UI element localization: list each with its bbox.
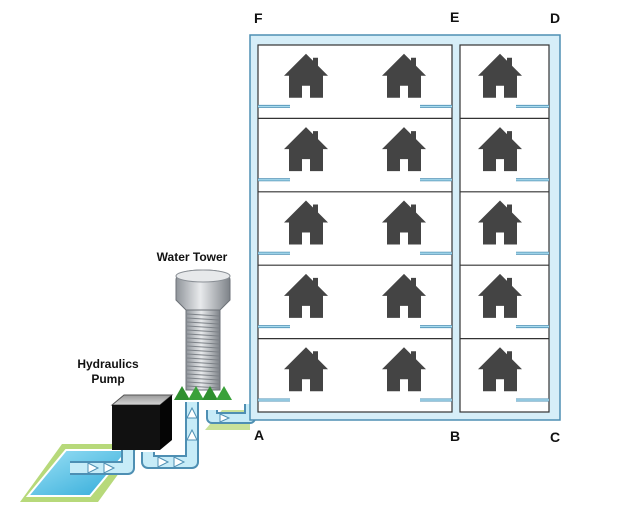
valve-icons <box>174 386 232 400</box>
house-icon <box>284 273 328 318</box>
flow-arrow-icon <box>87 462 100 474</box>
house-icon <box>382 127 426 172</box>
house-icon <box>382 200 426 245</box>
tower-ribbing <box>186 313 220 389</box>
corner-label-e: E <box>450 9 460 25</box>
house-icon <box>284 53 328 98</box>
block-dividers <box>258 117 549 340</box>
valve-icon <box>174 386 190 400</box>
flow-arrow-icon <box>173 456 186 468</box>
feed-pipe <box>206 404 256 424</box>
valve-icon <box>216 386 232 400</box>
flow-arrow-icon <box>186 428 198 441</box>
outlet-pipe <box>141 402 199 469</box>
inlet-pipe <box>70 448 135 475</box>
hydraulics-pump <box>110 394 174 450</box>
corner-label-a: A <box>254 427 265 443</box>
distribution-network <box>249 34 561 421</box>
corner-label-b: B <box>450 428 461 444</box>
pump-label: Hydraulics Pump <box>70 357 146 387</box>
flow-arrow-icon <box>157 456 170 468</box>
flow-arrow-icon <box>219 413 231 423</box>
house-icon <box>382 347 426 392</box>
house-icon <box>478 127 522 172</box>
house-icon <box>478 200 522 245</box>
valve-icon <box>202 386 218 400</box>
valve-icon <box>188 386 204 400</box>
house-icon <box>382 53 426 98</box>
house-icon <box>284 127 328 172</box>
house-grid <box>284 53 522 392</box>
flow-arrow-icon <box>186 406 198 419</box>
flow-arrow-icon <box>103 462 116 474</box>
house-icon <box>284 200 328 245</box>
water-tower-label: Water Tower <box>156 250 228 264</box>
pump-label-line2: Pump <box>91 372 125 386</box>
corner-label-d: D <box>550 10 561 26</box>
house-icon <box>284 347 328 392</box>
house-icon <box>382 273 426 318</box>
pump-label-line1: Hydraulics <box>77 357 139 371</box>
corner-label-c: C <box>550 429 561 445</box>
house-icon <box>478 53 522 98</box>
house-icon <box>478 273 522 318</box>
water-tower <box>174 269 232 400</box>
house-icon <box>478 347 522 392</box>
service-pipes <box>258 104 549 402</box>
corner-label-f: F <box>254 10 263 26</box>
